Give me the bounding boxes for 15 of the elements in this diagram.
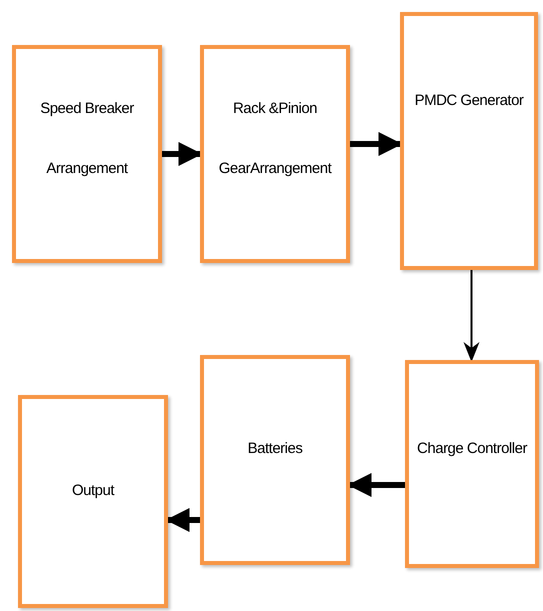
process-box: [200, 45, 350, 263]
box-label: Batteries: [248, 439, 302, 459]
process-box: [200, 355, 350, 565]
box-label: Charge Controller: [417, 439, 527, 459]
box-label: Output: [72, 481, 114, 501]
arrow: [350, 132, 402, 156]
arrow: [162, 142, 202, 166]
box-label: Speed Breaker Arrangement: [39, 99, 135, 179]
process-box: [12, 45, 162, 263]
arrow: [464, 270, 480, 362]
box-label: PMDC Generator: [414, 91, 524, 111]
box-label: Rack &Pinion GearArrangement: [218, 99, 333, 179]
process-box: [18, 395, 168, 608]
process-box: [405, 360, 539, 568]
process-box: [400, 12, 538, 270]
